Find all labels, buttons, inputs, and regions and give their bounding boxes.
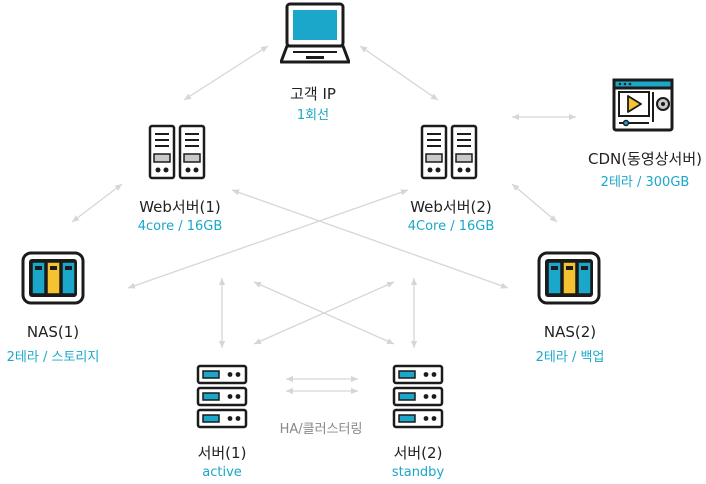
ha-cluster-label: HA/클러스터링 xyxy=(279,422,363,437)
cdn-spec: 2테라 / 300GB xyxy=(600,175,690,190)
nas-icon xyxy=(21,251,85,305)
link-web2-server1 xyxy=(253,281,395,345)
link-web1-nas1 xyxy=(71,183,123,223)
link-client-web2 xyxy=(359,45,439,101)
web2-spec: 4Core / 16GB xyxy=(407,219,495,234)
nas2-spec: 2테라 / 백업 xyxy=(535,350,605,365)
client-spec: 1회선 xyxy=(296,108,330,123)
nas1-spec: 2테라 / 스토리지 xyxy=(6,350,100,365)
web2-name: Web서버(2) xyxy=(410,198,492,216)
web1-spec: 4core / 16GB xyxy=(137,219,223,234)
server1-name: 서버(1) xyxy=(197,444,247,462)
nas2-name: NAS(2) xyxy=(543,323,597,341)
laptop-icon xyxy=(280,2,350,64)
server1-spec: active xyxy=(202,465,242,480)
cdn-name: CDN(동영상서버) xyxy=(588,150,702,168)
server-stack-icon xyxy=(196,364,248,429)
link-web2-nas1 xyxy=(127,189,409,289)
server2-name: 서버(2) xyxy=(393,444,443,462)
server-rack-icon xyxy=(148,124,206,180)
nas1-name: NAS(1) xyxy=(26,323,80,341)
link-web2-nas2 xyxy=(511,183,558,223)
client-name: 고객 IP xyxy=(290,85,336,103)
nas-icon xyxy=(537,251,601,305)
web1-name: Web서버(1) xyxy=(139,198,221,216)
server-rack-icon xyxy=(420,124,478,180)
server-stack-icon xyxy=(392,364,444,429)
link-client-web1 xyxy=(183,45,269,101)
video-player-icon xyxy=(612,78,674,132)
server2-spec: standby xyxy=(391,465,445,480)
